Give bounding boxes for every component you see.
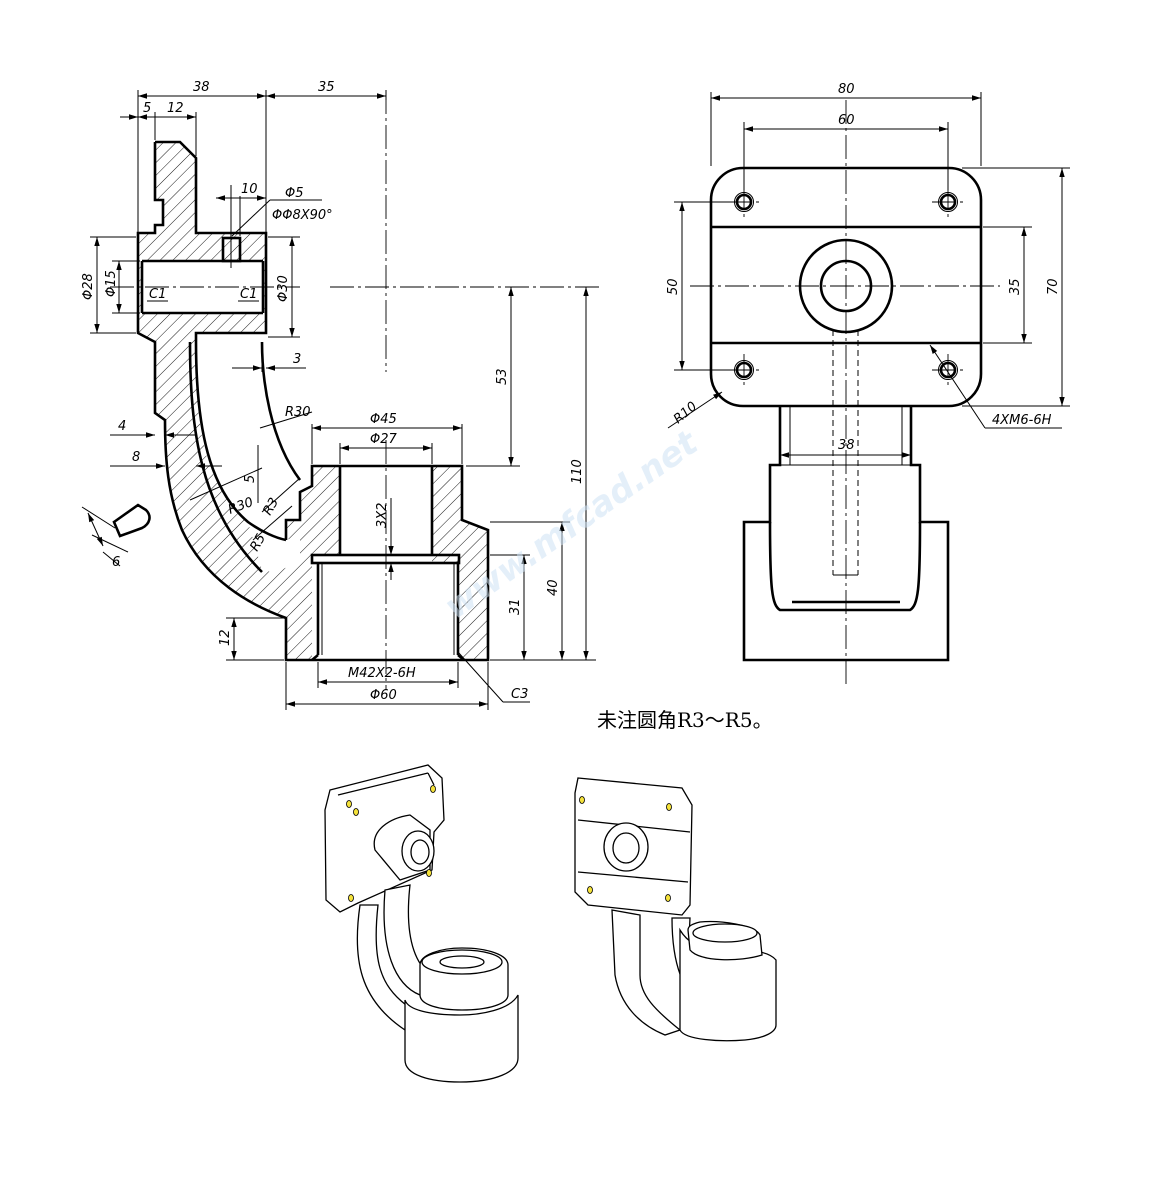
front-section-view: 38 35 5 12 10 Φ5 ΦΦ8X90° Φ28 Φ15 Φ30 C1 … — [81, 80, 600, 710]
dim-70: 70 — [1046, 278, 1061, 295]
dim-5: 5 — [143, 101, 151, 116]
dim-phi27: Φ27 — [370, 432, 398, 447]
dim-40: 40 — [546, 579, 561, 596]
dim-12-base: 12 — [218, 629, 233, 646]
general-note: 未注圆角R3～R5。 — [597, 708, 773, 732]
dim-countersink: ΦΦ8X90° — [272, 208, 333, 223]
dim-phi60: Φ60 — [370, 688, 397, 703]
chamfer-c1-right: C1 — [240, 287, 257, 302]
chamfer-c3: C3 — [511, 687, 528, 702]
dim-4: 4 — [118, 419, 126, 434]
dim-3: 3 — [293, 352, 301, 367]
dim-phi5: Φ5 — [285, 186, 304, 201]
pin-sketch: 6 — [81, 503, 151, 570]
dim-phi15: Φ15 — [104, 270, 119, 297]
dim-31: 31 — [508, 598, 523, 615]
dim-5-small: 5 — [243, 475, 258, 483]
chamfer-c1-left: C1 — [149, 287, 166, 302]
dim-80: 80 — [838, 82, 855, 97]
dim-10: 10 — [241, 182, 258, 197]
dim-60: 60 — [838, 113, 855, 128]
dim-38: 38 — [193, 80, 210, 95]
dim-6: 6 — [112, 555, 120, 570]
dim-holes: 4XM6-6H — [992, 413, 1052, 428]
dim-110: 110 — [570, 459, 585, 484]
dim-r3: R3 — [260, 496, 282, 518]
dim-thread: M42X2-6H — [348, 666, 416, 681]
side-view: 80 60 50 35 70 R10 4XM6-6H 38 — [666, 82, 1070, 685]
dim-phi45: Φ45 — [370, 412, 397, 427]
dim-groove-3x2: 3X2 — [375, 503, 390, 528]
dim-53: 53 — [495, 368, 510, 385]
dim-phi30: Φ30 — [276, 275, 291, 302]
isometric-view-left — [324, 764, 519, 1083]
dim-r5: R5 — [247, 532, 269, 554]
dim-8: 8 — [132, 450, 140, 465]
dim-12: 12 — [167, 101, 184, 116]
dim-35: 35 — [318, 80, 335, 95]
dim-50: 50 — [666, 278, 681, 295]
dim-phi28: Φ28 — [81, 273, 96, 300]
isometric-view-right — [574, 777, 777, 1042]
dim-35-side: 35 — [1008, 278, 1023, 295]
dim-38-side: 38 — [838, 438, 855, 453]
dim-r30-upper: R30 — [285, 405, 311, 420]
